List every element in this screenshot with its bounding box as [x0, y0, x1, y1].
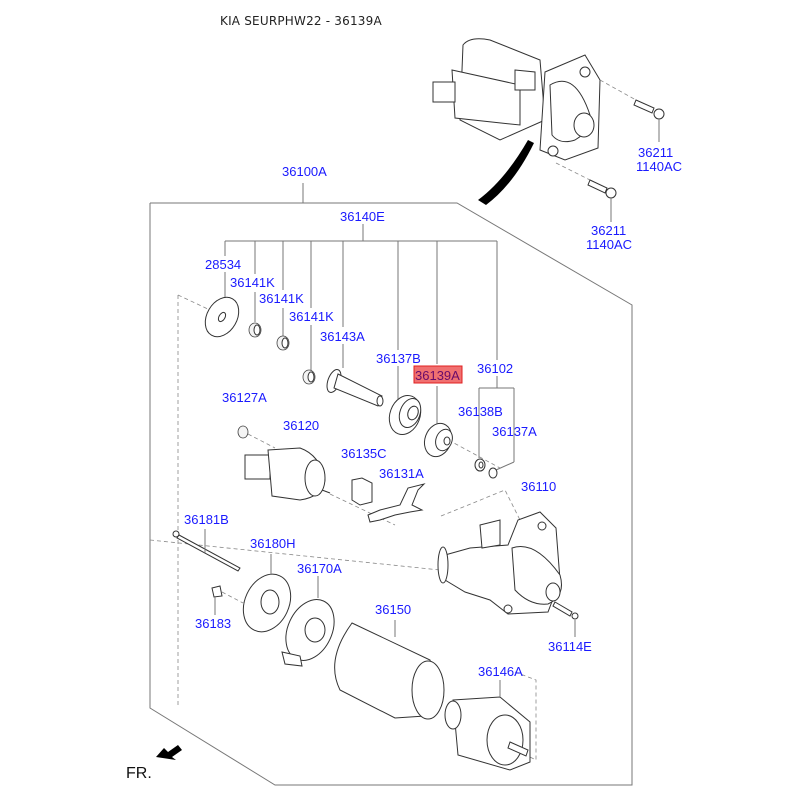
label-36139a[interactable]: 36139A	[415, 368, 460, 383]
through-bolt-36181b	[172, 529, 241, 572]
front-direction-arrow-icon	[156, 745, 182, 760]
label-36143a[interactable]: 36143A	[320, 329, 365, 344]
ring-36137a	[488, 467, 498, 479]
label-36180h[interactable]: 36180H	[250, 536, 296, 551]
highlight-36139a	[413, 365, 463, 384]
label-36127a[interactable]: 36127A	[222, 390, 267, 405]
label-1140ac-a[interactable]: 1140AC	[636, 159, 682, 174]
label-36110[interactable]: 36110	[521, 479, 556, 494]
label-36150[interactable]: 36150	[375, 602, 411, 617]
label-36170a[interactable]: 36170A	[297, 561, 342, 576]
lever-36131a	[367, 483, 426, 523]
end-plate-36180h	[242, 554, 292, 633]
part-36135c	[351, 477, 373, 506]
brush-holder-36170a	[281, 576, 335, 667]
starter-motor-assembly-top	[432, 38, 601, 161]
label-28534[interactable]: 28534	[205, 257, 241, 272]
armature-36146a	[444, 680, 531, 771]
label-36100a[interactable]: 36100A	[282, 164, 327, 179]
nut-36141k-2	[276, 335, 290, 351]
shaft-36143a	[326, 369, 384, 407]
bolt-36114e	[552, 601, 579, 637]
washer-28534	[204, 296, 240, 338]
assembly-arrow	[478, 140, 534, 205]
bolt-36211-b	[555, 162, 617, 222]
diagram-title: KIA SEURPHW22 - 36139A	[220, 14, 382, 28]
front-direction-label: FR.	[126, 765, 152, 782]
label-36183[interactable]: 36183	[195, 616, 231, 631]
ring-36138b	[474, 458, 486, 472]
label-36138b[interactable]: 36138B	[458, 404, 503, 419]
label-36135c[interactable]: 36135C	[341, 446, 387, 461]
nut-36141k-3	[302, 369, 316, 385]
housing-36110	[437, 511, 562, 615]
screw-36183	[211, 585, 246, 615]
nut-36127a	[237, 425, 249, 439]
label-36141k-2[interactable]: 36141K	[259, 291, 304, 306]
label-36140e[interactable]: 36140E	[340, 209, 385, 224]
nut-36141k-1	[248, 322, 262, 338]
label-36137b[interactable]: 36137B	[376, 351, 421, 366]
solenoid-36120	[244, 447, 331, 501]
yoke-36150	[334, 620, 445, 720]
label-36114e[interactable]: 36114E	[548, 639, 592, 654]
label-36141k-1[interactable]: 36141K	[230, 275, 275, 290]
label-36146a[interactable]: 36146A	[478, 664, 523, 679]
clutch-36137b	[388, 395, 422, 435]
pinion-gear-36139a	[423, 422, 453, 458]
label-36131a[interactable]: 36131A	[379, 466, 424, 481]
label-36211-a[interactable]: 36211	[638, 145, 673, 160]
label-36141k-3[interactable]: 36141K	[289, 309, 334, 324]
assembly-frame	[149, 202, 633, 786]
label-36181b[interactable]: 36181B	[184, 512, 229, 527]
label-36120[interactable]: 36120	[283, 418, 319, 433]
bolt-36211-a	[599, 79, 665, 142]
label-36137a[interactable]: 36137A	[492, 424, 537, 439]
label-36211-b[interactable]: 36211	[591, 223, 626, 238]
label-1140ac-b[interactable]: 1140AC	[586, 237, 632, 252]
label-36102[interactable]: 36102	[477, 361, 513, 376]
